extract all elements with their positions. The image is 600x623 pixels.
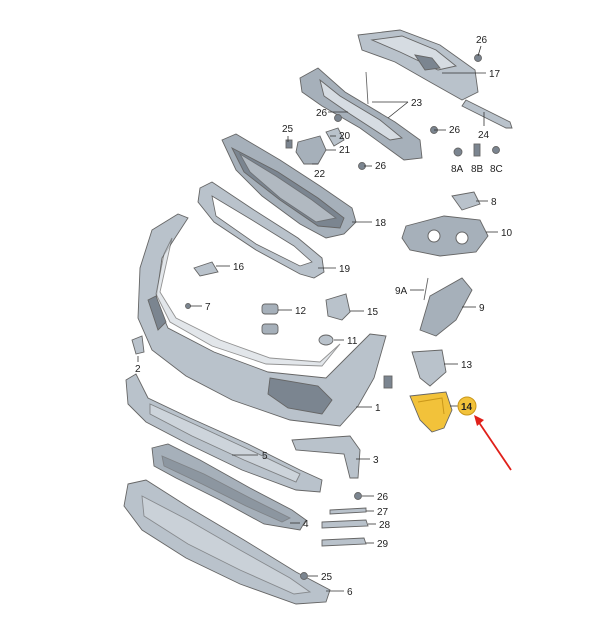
parts-27-28-29-strips [321,492,369,547]
callout-20: 20 [339,131,351,142]
part-16-clip [193,261,219,277]
part-2-clip [131,335,145,355]
callout-28: 28 [379,520,391,531]
callout-26-lower: 26 [377,492,389,503]
part-12-ring [261,303,279,335]
callout-8c: 8C [490,164,503,175]
callout-14-badge [457,396,477,416]
callout-23: 23 [411,98,423,109]
callout-25-top: 25 [282,124,294,135]
part-8-bracket [451,191,481,211]
part-1-bumper-cover [137,213,387,427]
callout-3: 3 [373,455,379,466]
callout-14: 14 [461,402,473,413]
callout-13: 13 [461,360,473,371]
pointer-arrow [474,415,512,471]
callout-18: 18 [375,218,387,229]
part-18-grille [221,133,357,239]
callout-4: 4 [303,519,309,530]
callout-26-left: 26 [316,108,328,119]
part-17-upper-cover [357,29,479,101]
part-23-bracket [299,67,423,161]
callout-22: 22 [314,169,326,180]
part-14-highlighted [409,391,453,433]
callout-16: 16 [233,262,245,273]
callout-11: 11 [347,336,358,347]
callout-9: 9 [479,303,485,314]
callout-19: 19 [339,264,351,275]
callout-8: 8 [491,197,497,208]
callout-26-mid: 26 [375,161,387,172]
part-6-underbody [123,479,331,605]
callout-2: 2 [135,364,141,375]
callout-15: 15 [367,307,379,318]
leader-lines [137,45,498,592]
part-13-piece [411,349,447,387]
part-15-bracket [325,293,351,321]
part-5-spoiler [125,373,323,493]
callout-9a: 9A [395,286,408,297]
fasteners-8a-8b-8c [453,143,500,157]
part-19-grille-frame [197,181,325,279]
part-11-cap [318,334,334,346]
part-24-strip [461,99,513,129]
part-20-21-brackets [295,127,345,165]
callout-24: 24 [478,130,490,141]
callout-17: 17 [489,69,501,80]
callout-8a: 8A [451,164,464,175]
callout-26-top: 26 [476,35,488,46]
part-10-side-bracket [401,215,489,257]
callout-21: 21 [339,145,351,156]
part-25-clip [300,572,308,580]
callout-5: 5 [262,451,268,462]
part-3-trim [291,435,361,479]
callout-25-lower: 25 [321,572,333,583]
callout-1: 1 [375,403,381,414]
callout-7: 7 [205,302,211,313]
callout-12: 12 [295,306,307,317]
callout-6: 6 [347,587,353,598]
callout-27: 27 [377,507,389,518]
callout-8b: 8B [471,164,484,175]
callout-labels: 26 17 23 26 24 26 25 20 21 22 26 8A 8B 8… [135,35,513,598]
small-fasteners [185,54,482,389]
callout-29: 29 [377,539,389,550]
part-9-guide [419,277,473,337]
callout-26-right: 26 [449,125,461,136]
part-4-lower-grille [151,443,307,531]
callout-10: 10 [501,228,513,239]
